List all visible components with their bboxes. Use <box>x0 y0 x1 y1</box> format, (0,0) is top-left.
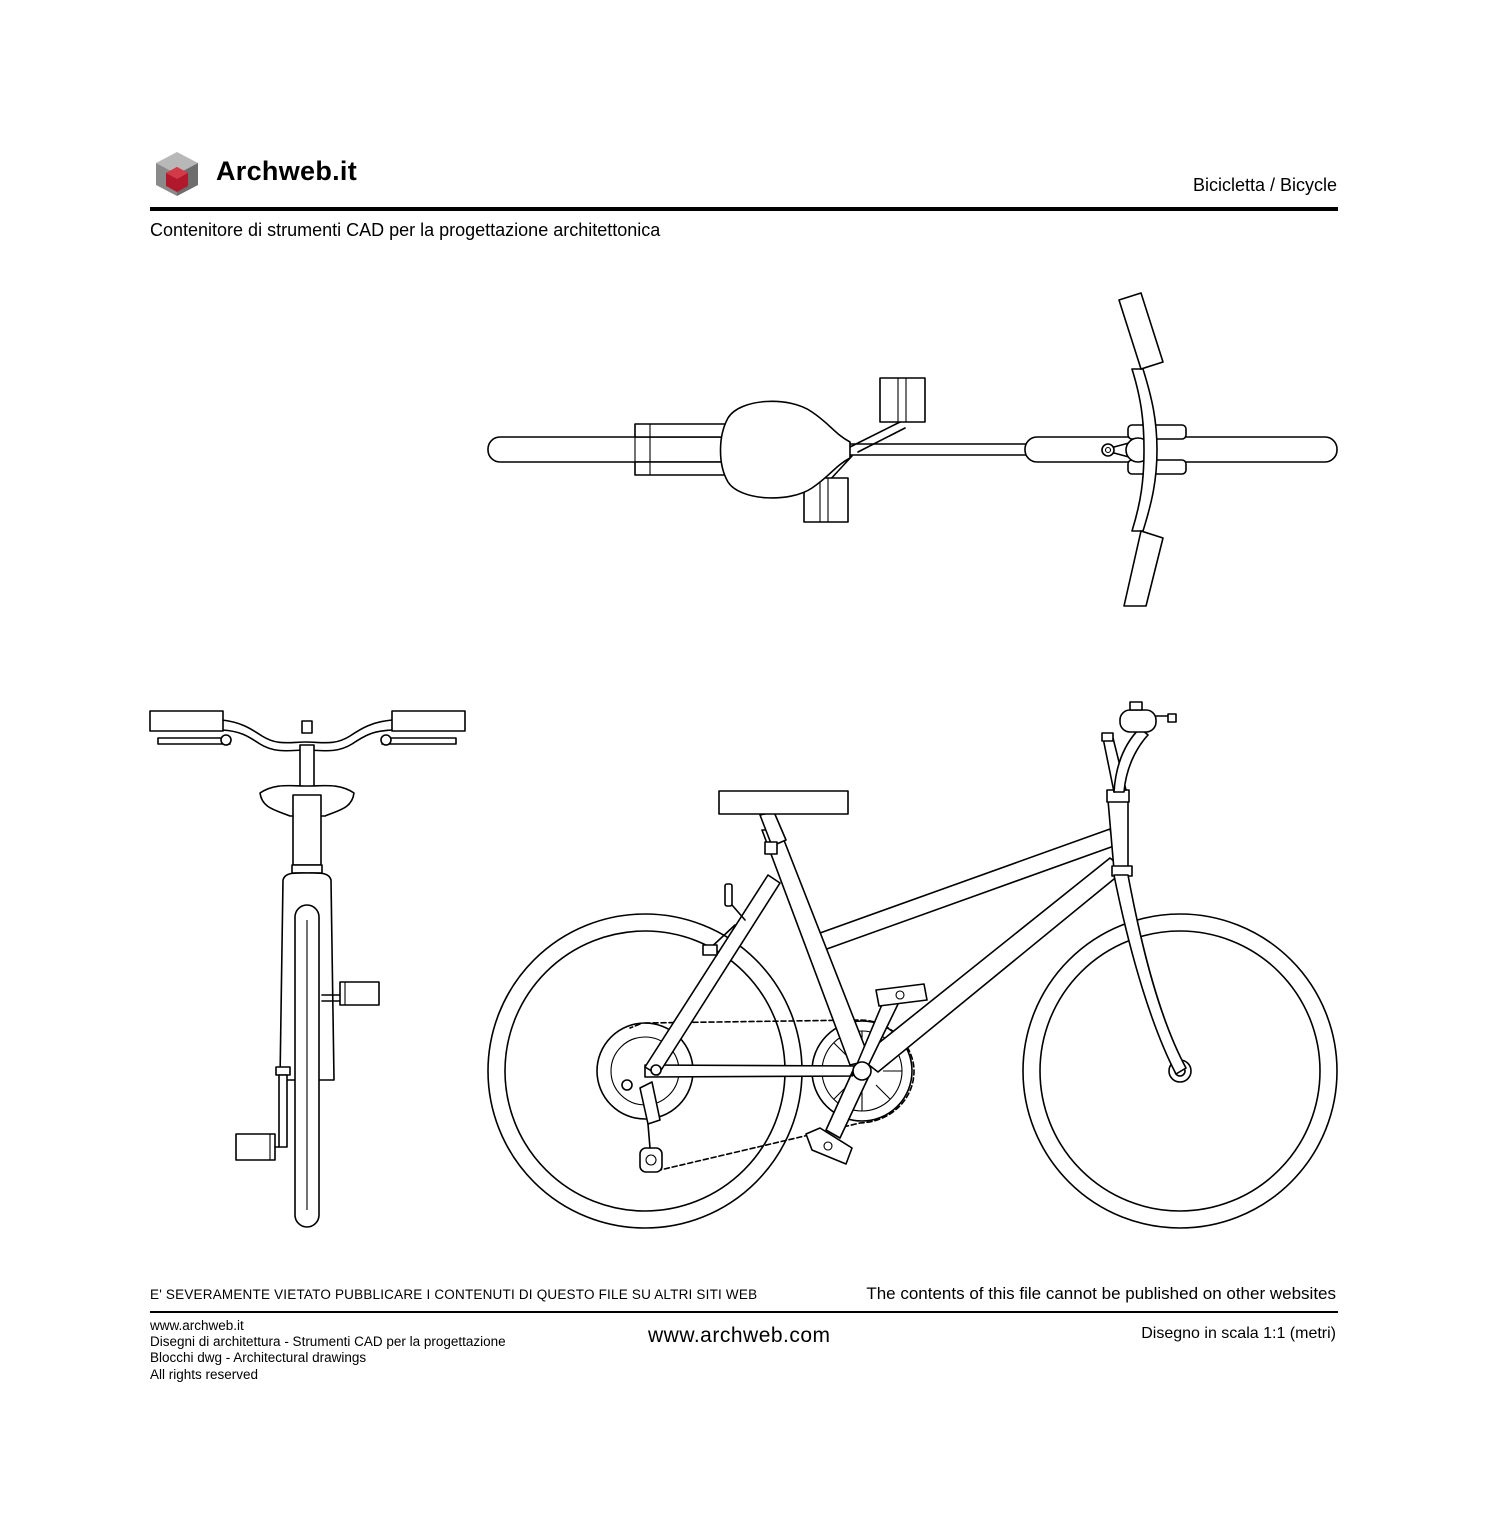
drawing-title: Bicicletta / Bicycle <box>1192 175 1337 195</box>
credit-line: Blocchi dwg - Architectural drawings <box>150 1350 367 1365</box>
bicycle-front-view <box>149 710 466 1228</box>
copyright-warning-it: E' SEVERAMENTE VIETATO PUBBLICARE I CONT… <box>150 1287 758 1302</box>
header-subtitle: Contenitore di strumenti CAD per la prog… <box>150 220 661 240</box>
site-url: www.archweb.com <box>648 1324 831 1347</box>
bicycle-side-view <box>487 701 1338 1229</box>
footer-rule <box>150 1311 1338 1313</box>
brand-name: Archweb.it <box>216 156 358 186</box>
credit-line: Disegni di architettura - Strumenti CAD … <box>150 1334 506 1349</box>
bicycle-top-view <box>487 292 1338 607</box>
credit-line: www.archweb.it <box>150 1318 244 1333</box>
drawing-scale: Disegno in scala 1:1 (metri) <box>1141 1325 1336 1342</box>
copyright-warning-en: The contents of this file cannot be publ… <box>866 1284 1336 1303</box>
credit-line: All rights reserved <box>150 1367 259 1382</box>
archweb-logo-icon <box>156 152 198 196</box>
header-rule <box>150 207 1338 211</box>
